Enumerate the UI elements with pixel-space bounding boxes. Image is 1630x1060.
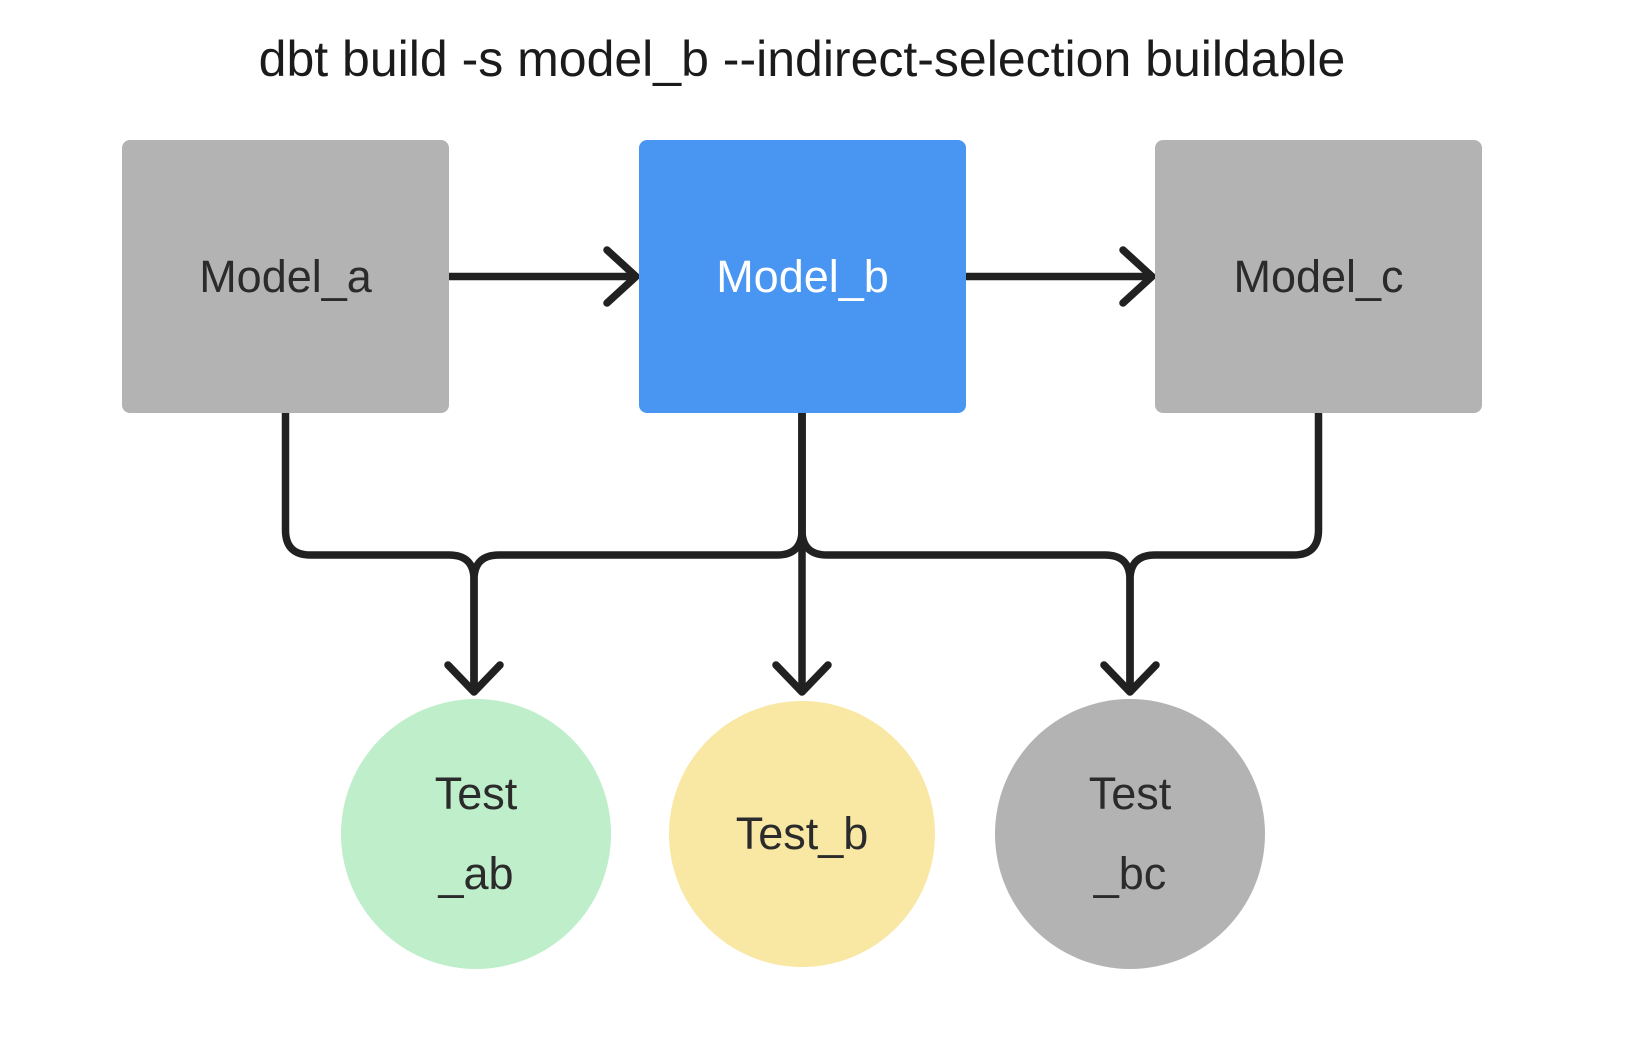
node-test-ab-label-line2: _ab [438,848,514,899]
node-test-ab: Test _ab [341,699,611,969]
arrowhead-down-icon [1100,661,1160,696]
node-test-b-label: Test_b [735,807,869,859]
arrowhead-right-icon [1119,246,1156,307]
node-test-b: Test_b [669,701,935,967]
edge-model-a-to-test-ab [281,409,478,691]
node-model-b: Model_b [639,140,966,413]
edge-model-b-to-test-ab [470,409,806,691]
edge-model-c-to-test-bc [1126,409,1323,691]
node-test-ab-label-line1: Test [434,767,518,819]
edge-model-b-to-test-bc [798,409,1134,691]
arrowhead-down-icon [772,661,832,696]
node-model-a: Model_a [122,140,449,413]
node-model-a-label: Model_a [199,250,372,302]
node-test-bc-label-line2: _bc [1093,848,1167,899]
arrowhead-down-icon [444,661,504,696]
arrowhead-right-icon [603,246,640,307]
node-model-c: Model_c [1155,140,1482,413]
node-test-bc: Test _bc [995,699,1265,969]
node-model-c-label: Model_c [1233,250,1404,302]
node-test-bc-label-line1: Test [1088,767,1172,819]
diagram-title: dbt build -s model_b --indirect-selectio… [258,31,1346,87]
node-model-b-label: Model_b [716,250,889,302]
